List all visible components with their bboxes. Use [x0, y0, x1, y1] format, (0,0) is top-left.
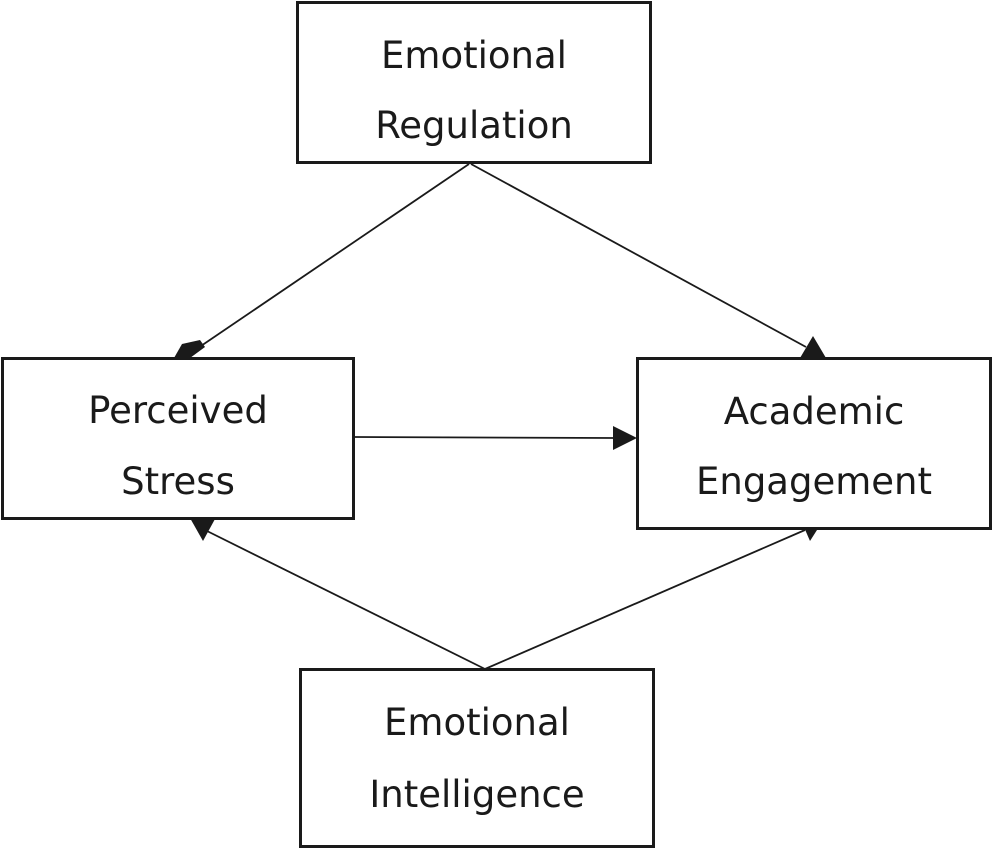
node-emotional-intelligence: Emotional Intelligence	[299, 668, 655, 848]
node-emotional-regulation: Emotional Regulation	[296, 1, 652, 164]
node-label-line2: Stress	[121, 460, 235, 503]
node-label-line1: Emotional	[381, 34, 567, 77]
node-academic-engagement: Academic Engagement	[636, 357, 992, 530]
edge-regulation-to-engagement	[470, 163, 826, 358]
node-perceived-stress: Perceived Stress	[1, 357, 355, 520]
arrowhead	[800, 336, 826, 358]
node-label-line1: Perceived	[88, 389, 268, 432]
edge-intelligence-to-engagement	[484, 518, 824, 670]
edge-regulation-to-stress	[174, 163, 470, 358]
node-label-line2: Intelligence	[369, 773, 584, 816]
arrowhead	[174, 340, 205, 358]
node-label-line2: Engagement	[696, 460, 932, 503]
edge-intelligence-to-stress	[190, 518, 486, 670]
node-label-line2: Regulation	[375, 104, 573, 147]
node-label-line1: Academic	[724, 390, 905, 433]
node-label-line1: Emotional	[384, 701, 570, 744]
edge-stress-to-engagement	[354, 426, 637, 450]
arrowhead	[190, 518, 215, 541]
arrowhead	[613, 426, 637, 450]
